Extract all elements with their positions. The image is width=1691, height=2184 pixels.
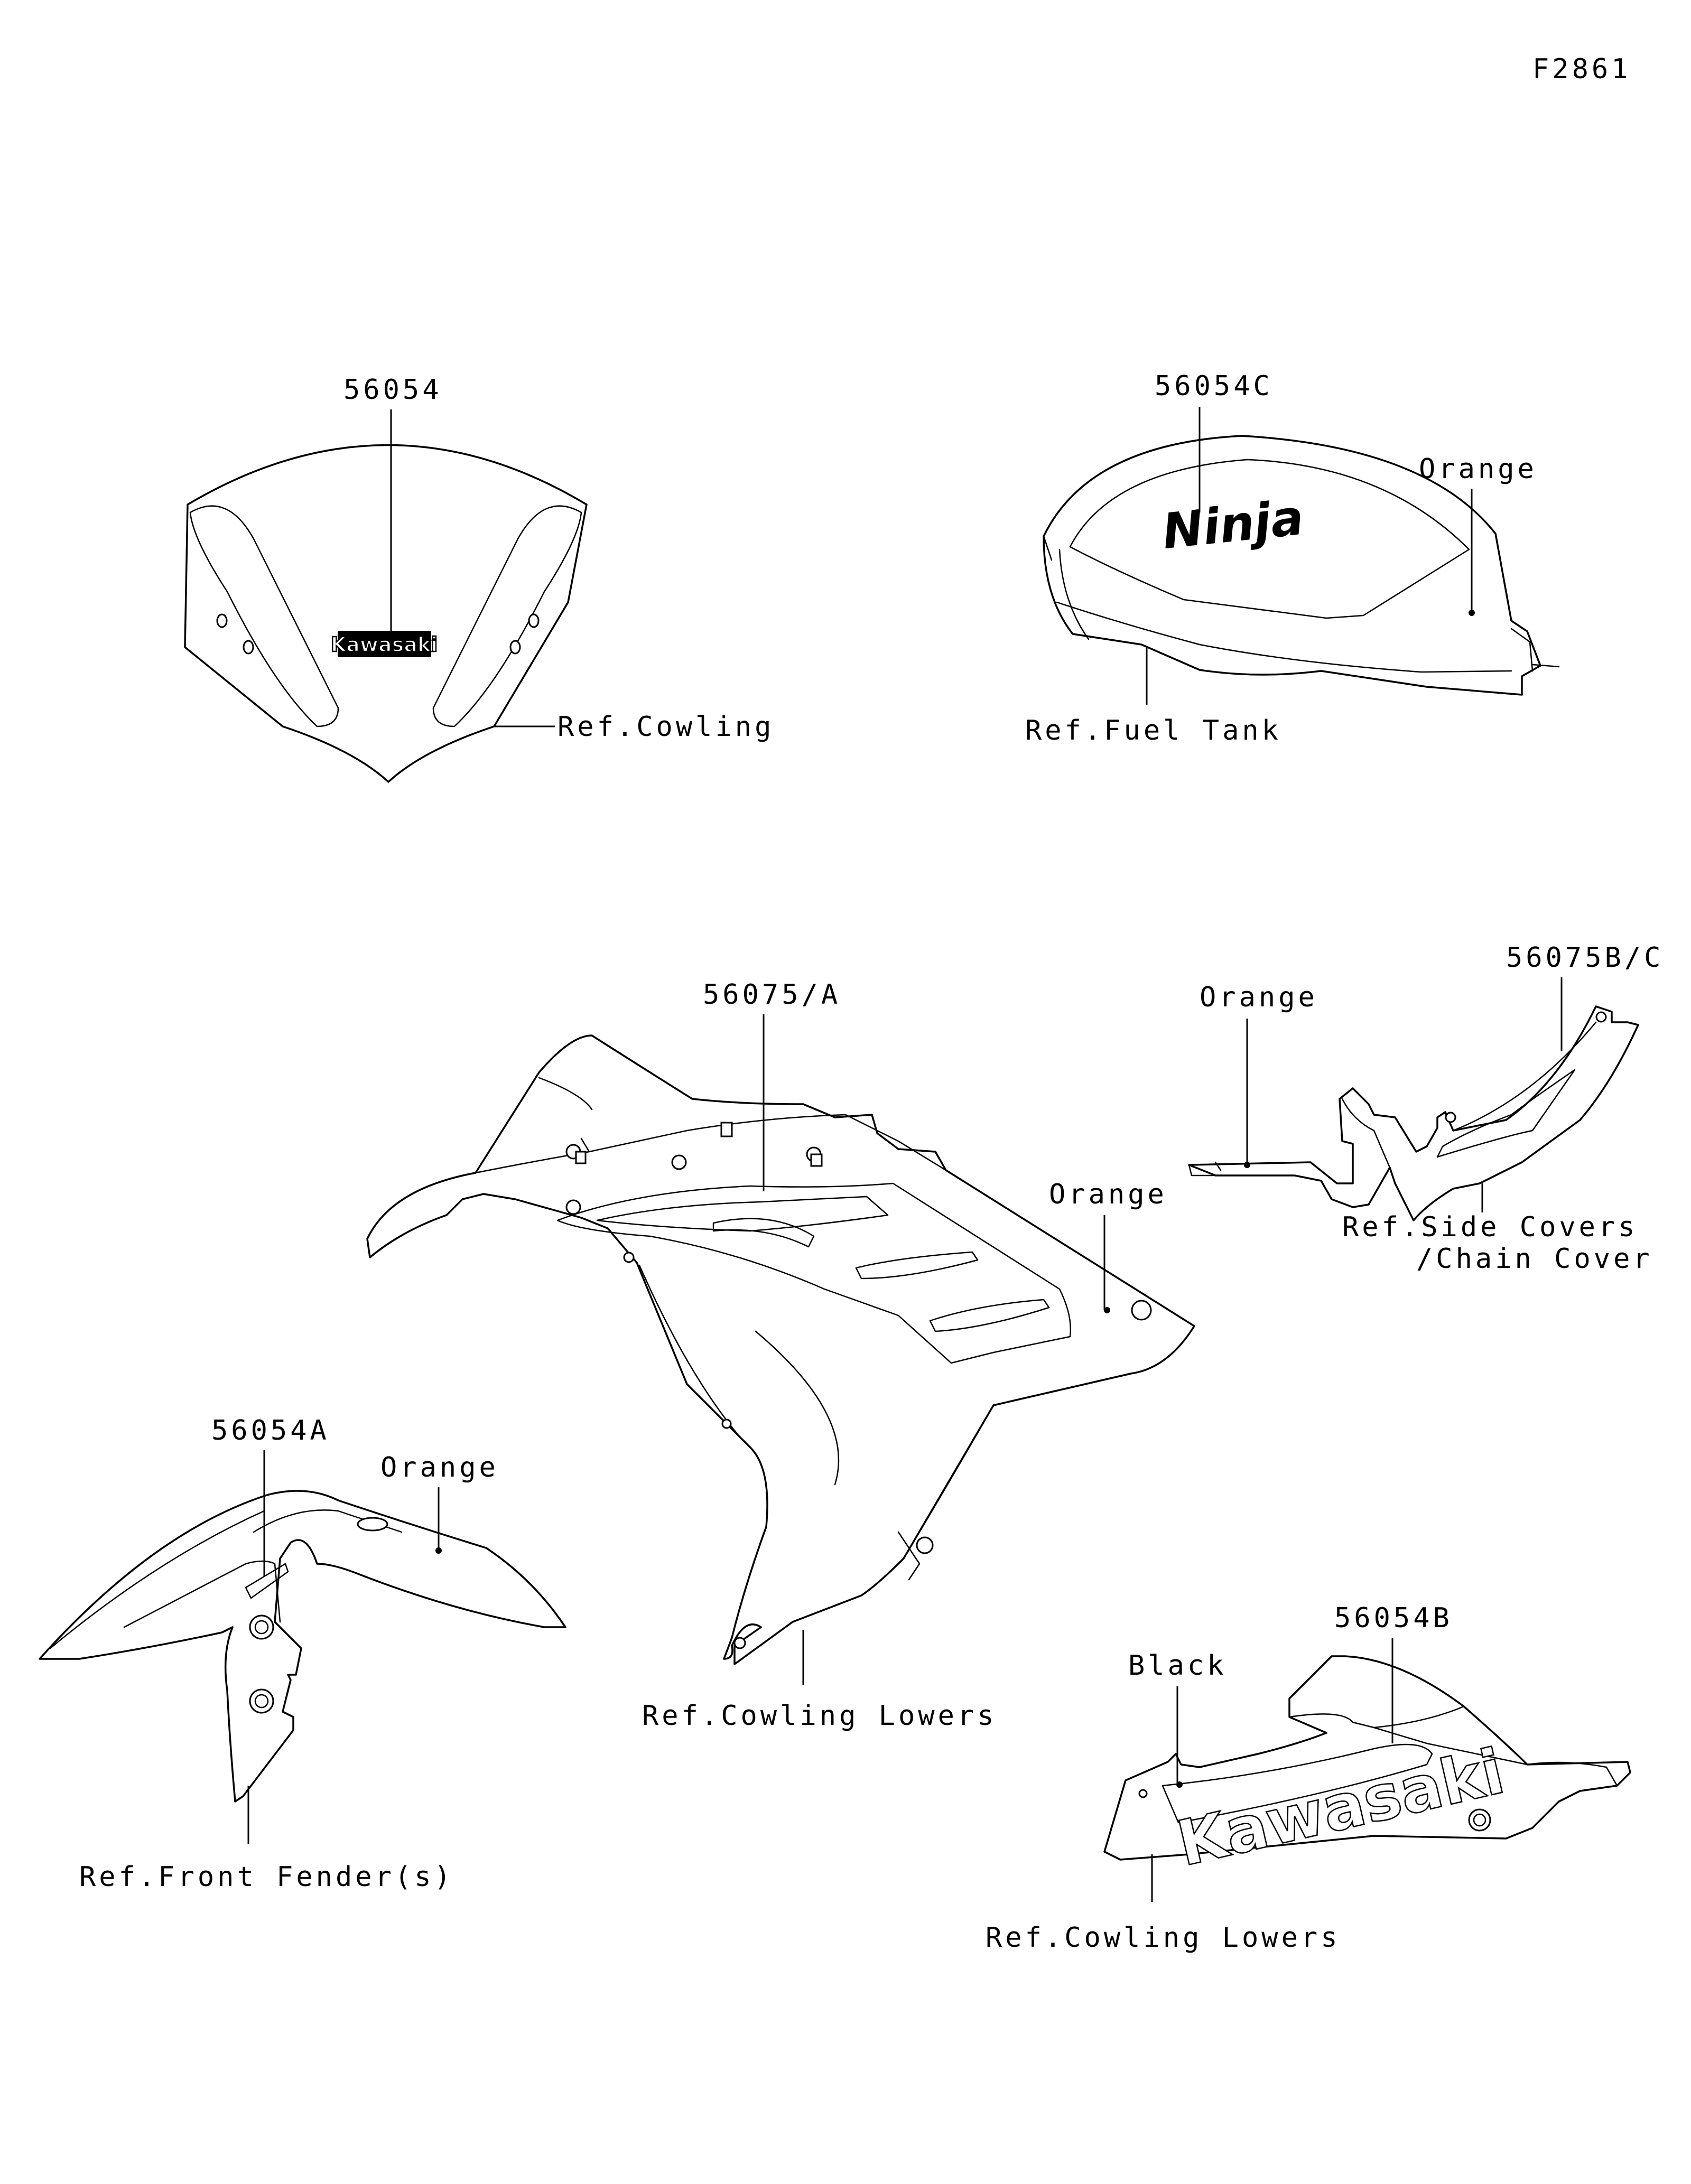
cowling-lower-rear-edge xyxy=(1526,1761,1618,1787)
side-cover-stripe xyxy=(1436,1069,1576,1158)
mount-hole xyxy=(1445,1112,1456,1123)
front-fender-stripe xyxy=(245,1563,289,1599)
color-orange-fender: Orange xyxy=(380,1452,499,1483)
side-cowling-fin-1 xyxy=(712,1218,815,1248)
callout-56075BC: 56075B/C xyxy=(1506,942,1664,974)
mount-hole xyxy=(721,1418,732,1429)
mount-bolt xyxy=(249,1688,274,1714)
mount-hole xyxy=(733,1637,746,1649)
ref-side-covers: Ref.Side Covers xyxy=(1342,1211,1638,1243)
side-cover-left-tab xyxy=(1188,1161,1222,1177)
side-cowling-intake-inner xyxy=(596,1196,889,1232)
color-orange-tank: Orange xyxy=(1419,453,1537,485)
ref-fuel-tank: Ref.Fuel Tank xyxy=(1025,715,1281,746)
cowling-lower-assembly: Kawasaki xyxy=(1103,1655,1631,1881)
cowling-lower-upper-edge xyxy=(1288,1705,1528,1766)
color-orange-cowl: Orange xyxy=(1049,1179,1167,1210)
mount-hole xyxy=(1138,1789,1148,1798)
callout-56054B: 56054B xyxy=(1334,1602,1453,1634)
mount-bolt-inner xyxy=(1473,1813,1486,1827)
side-cover-assembly xyxy=(1188,1005,1639,1221)
mount-hole xyxy=(671,1154,687,1170)
mount-hole xyxy=(509,640,521,655)
callout-56075A: 56075/A xyxy=(703,979,841,1011)
mount-bolt xyxy=(249,1614,274,1640)
windshield-assembly: Kawasaki xyxy=(184,444,588,783)
ref-cowling-lowers-main: Ref.Cowling Lowers xyxy=(642,1700,997,1732)
fuel-tank-assembly: Ninja xyxy=(1043,435,1560,696)
side-cover-outline xyxy=(1188,1005,1639,1221)
side-cowling-fin-2 xyxy=(855,1251,979,1280)
mount-hole xyxy=(1595,1011,1607,1023)
windshield-left-vent xyxy=(189,505,339,727)
mount-hole xyxy=(243,640,254,655)
fuel-tank-rear-tab xyxy=(1510,628,1560,672)
callout-56054C: 56054C xyxy=(1155,370,1273,402)
callout-56054A: 56054A xyxy=(211,1415,330,1446)
color-orange-side: Orange xyxy=(1200,982,1318,1013)
side-cowling-intake xyxy=(556,1182,1072,1364)
mount-hole xyxy=(1131,1300,1152,1321)
side-cover-upper-edge xyxy=(1341,1021,1597,1169)
clip-slot xyxy=(575,1151,587,1164)
callout-56054: 56054 xyxy=(343,374,442,406)
side-cowling-upper-trim xyxy=(475,1077,947,1174)
windshield-outline xyxy=(184,444,588,783)
front-fender-outline xyxy=(39,1490,566,1803)
clip-slot xyxy=(810,1153,823,1167)
front-fender-assembly xyxy=(39,1490,566,1803)
clip-slot xyxy=(720,1122,733,1137)
mount-hole xyxy=(216,613,228,628)
mount-hole xyxy=(916,1536,934,1554)
fuel-tank-top-panel xyxy=(1069,459,1470,619)
kawasaki-decal xyxy=(338,631,431,657)
fuel-tank-side-band xyxy=(1056,601,1512,673)
fuel-tank-knee-line xyxy=(1043,535,1090,640)
ref-cowling: Ref.Cowling xyxy=(558,711,774,743)
ref-cowling-lowers-bottom: Ref.Cowling Lowers xyxy=(986,1922,1341,1954)
figure-code: F2861 xyxy=(1532,53,1631,85)
ref-chain-cover: /Chain Cover xyxy=(1416,1243,1653,1275)
side-cowling-assembly xyxy=(366,1034,1195,1665)
cowling-lower-decal-panel xyxy=(1162,1743,1433,1824)
fuel-tank-outline xyxy=(1043,435,1541,696)
mount-hole xyxy=(565,1199,581,1215)
mount-hole xyxy=(623,1252,635,1263)
side-cowling-outline xyxy=(366,1034,1195,1665)
side-cowling-fin-3 xyxy=(929,1299,1050,1332)
mount-hole xyxy=(528,613,540,628)
color-black-lower: Black xyxy=(1128,1650,1227,1682)
kawasaki-decal-text: Kawasaki xyxy=(331,633,438,656)
color-marker-dot xyxy=(1104,1307,1110,1313)
ref-front-fender: Ref.Front Fender(s) xyxy=(79,1861,454,1893)
windshield-right-vent xyxy=(432,505,582,727)
mount-hole xyxy=(357,1517,388,1532)
side-cowling-lower-edge xyxy=(897,1404,995,1581)
mount-bolt xyxy=(1468,1808,1491,1832)
mount-bolt-inner xyxy=(254,1694,269,1709)
mount-bolt-inner xyxy=(254,1620,269,1635)
